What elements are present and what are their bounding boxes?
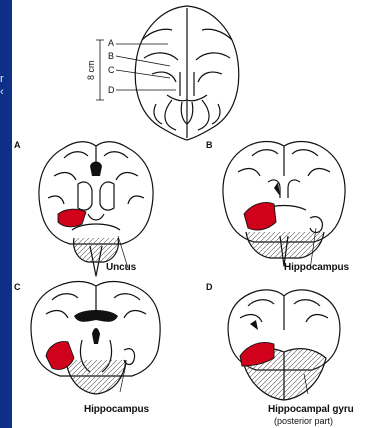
caption-hippocampal-gyrus-detail: (posterior part) — [274, 416, 333, 426]
panel-letter-a: A — [14, 140, 21, 150]
section-level-label: A — [108, 38, 114, 48]
panel-letter-c: C — [14, 282, 21, 292]
hippocampus-highlight-b — [244, 202, 276, 230]
section-level-label: C — [108, 65, 115, 75]
caption-hippocampus-b: Hippocampus — [284, 262, 349, 273]
section-level-label: B — [108, 51, 114, 61]
coronal-section-d — [228, 290, 340, 400]
coronal-section-b — [223, 142, 345, 267]
panel-letter-b: B — [206, 140, 213, 150]
section-level-label: D — [108, 85, 115, 95]
caption-uncus: Uncus — [106, 262, 136, 273]
basal-view-brain — [135, 6, 239, 140]
caption-hippocampal-gyrus: Hippocampal gyru — [268, 404, 354, 415]
uncus-highlight — [58, 209, 86, 227]
brain-sections-figure: 8 cm A B C D A B C D Uncus Hippocampus H… — [12, 0, 368, 428]
caption-hippocampus-c: Hippocampus — [84, 404, 149, 415]
panel-letter-d: D — [206, 282, 213, 292]
scale-label: 8 cm — [86, 60, 96, 80]
brain-drawing — [12, 0, 368, 428]
